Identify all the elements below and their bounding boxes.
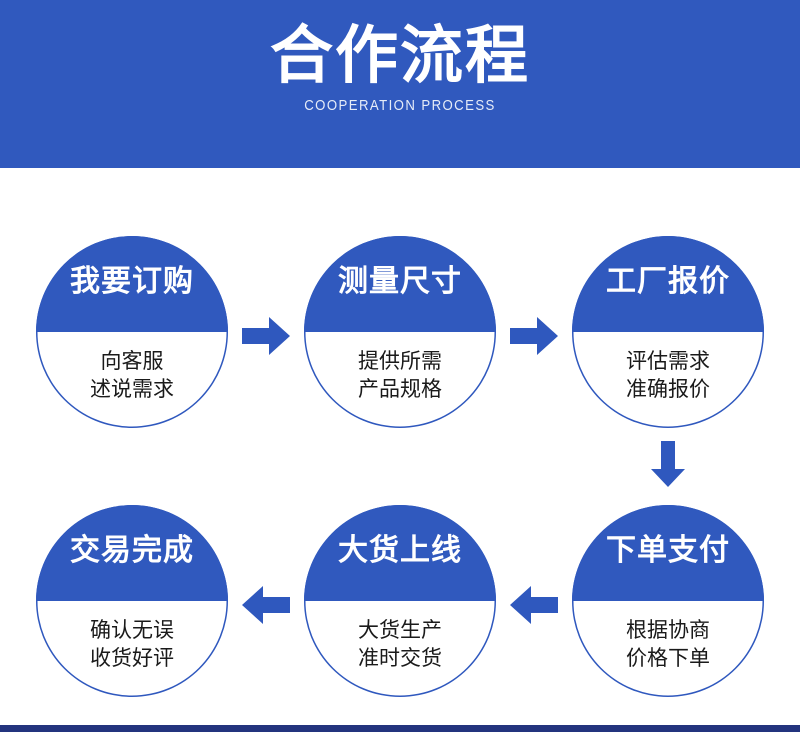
flow-step-body: 大货生产 准时交货 <box>304 601 496 697</box>
flow-step-circle: 交易完成 确认无误 收货好评 <box>36 505 228 697</box>
arrow-left-icon <box>510 583 558 627</box>
flow-step-title: 大货上线 <box>338 533 462 568</box>
flow-step-detail-line: 产品规格 <box>358 376 442 401</box>
page-title: 合作流程 <box>270 19 530 92</box>
flow-step-title: 测量尺寸 <box>338 264 462 299</box>
flow-step-detail-line: 确认无误 <box>90 618 174 642</box>
flow-step-header: 交易完成 <box>36 505 228 601</box>
flow-step-body: 确认无误 收货好评 <box>36 601 228 697</box>
flow-step-2[interactable]: 测量尺寸 提供所需 产品规格 <box>304 236 496 428</box>
flow-step-circle: 测量尺寸 提供所需 产品规格 <box>304 236 496 428</box>
flow-step-circle: 我要订购 向客服 述说需求 <box>36 236 228 428</box>
flow-step-circle: 下单支付 根据协商 价格下单 <box>572 505 764 697</box>
flow-step-circle: 大货上线 大货生产 准时交货 <box>304 505 496 697</box>
flow-step-detail-line: 评估需求 <box>626 349 710 373</box>
flow-step-title: 交易完成 <box>70 533 194 568</box>
flow-step-detail-line: 准确报价 <box>626 376 710 401</box>
flow-step-1[interactable]: 我要订购 向客服 述说需求 <box>36 236 228 428</box>
flow-step-detail-line: 向客服 <box>100 349 164 373</box>
flow-step-detail-line: 述说需求 <box>90 376 174 401</box>
flow-step-detail-line: 价格下单 <box>626 645 710 670</box>
flow-step-body: 评估需求 准确报价 <box>572 332 764 428</box>
flow-step-title: 工厂报价 <box>606 264 730 299</box>
flow-step-detail-line: 根据协商 <box>626 618 710 642</box>
flow-step-4[interactable]: 下单支付 根据协商 价格下单 <box>572 505 764 697</box>
flow-step-body: 提供所需 产品规格 <box>304 332 496 428</box>
flow-step-title: 我要订购 <box>70 264 194 299</box>
flow-step-header: 下单支付 <box>572 505 764 601</box>
page-subtitle: COOPERATION PROCESS <box>304 97 496 115</box>
flow-step-6[interactable]: 交易完成 确认无误 收货好评 <box>36 505 228 697</box>
arrow-down-icon <box>650 441 686 487</box>
flow-step-detail-line: 大货生产 <box>358 618 442 642</box>
flow-step-body: 根据协商 价格下单 <box>572 601 764 697</box>
flow-step-detail-line: 收货好评 <box>90 645 174 670</box>
flow-step-5[interactable]: 大货上线 大货生产 准时交货 <box>304 505 496 697</box>
arrow-right-icon <box>510 314 558 358</box>
bottom-divider-bar <box>0 725 800 732</box>
flow-step-title: 下单支付 <box>606 533 730 568</box>
flow-step-3[interactable]: 工厂报价 评估需求 准确报价 <box>572 236 764 428</box>
flow-step-header: 测量尺寸 <box>304 236 496 332</box>
flow-step-header: 工厂报价 <box>572 236 764 332</box>
process-flow-diagram: 我要订购 向客服 述说需求 测量尺寸 提供所需 产品规格 工厂报价 <box>0 168 800 725</box>
flow-step-detail-line: 提供所需 <box>358 349 442 373</box>
flow-step-circle: 工厂报价 评估需求 准确报价 <box>572 236 764 428</box>
flow-step-body: 向客服 述说需求 <box>36 332 228 428</box>
flow-step-header: 大货上线 <box>304 505 496 601</box>
page-header: 合作流程 COOPERATION PROCESS <box>0 0 800 168</box>
flow-step-detail-line: 准时交货 <box>358 645 442 670</box>
arrow-right-icon <box>242 314 290 358</box>
flow-step-header: 我要订购 <box>36 236 228 332</box>
arrow-left-icon <box>242 583 290 627</box>
